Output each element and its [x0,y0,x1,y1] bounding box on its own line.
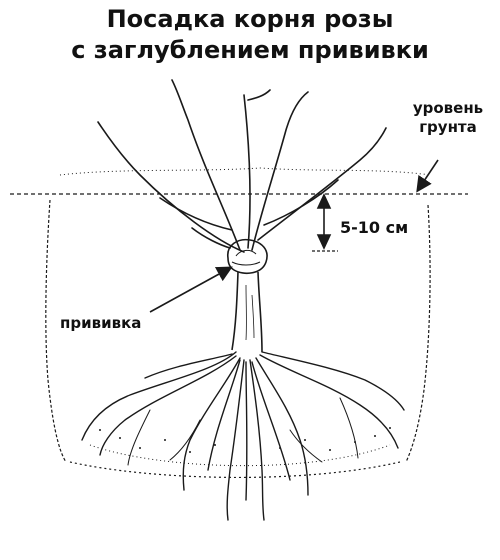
rose-canes [97,79,387,253]
soil-level-label-line-2: грунта [419,118,477,136]
diagram-title: Посадка корня розы с заглублением привив… [0,4,500,66]
depth-label: 5-10 см [340,218,409,237]
graft-union [227,238,268,275]
soil-level-pointer [416,159,439,193]
planting-pit [45,167,431,479]
title-line-2: с заглублением прививки [71,36,429,64]
soil-level-label: уровень грунта [398,99,498,137]
soil-texture [99,427,391,453]
soil-level-label-line-1: уровень [412,99,484,117]
title-line-1: Посадка корня розы [106,5,394,33]
depth-arrow [312,193,338,252]
root-system [81,351,405,521]
rose-trunk [231,271,263,353]
graft-label: прививка [60,314,142,332]
graft-pointer [149,266,233,313]
